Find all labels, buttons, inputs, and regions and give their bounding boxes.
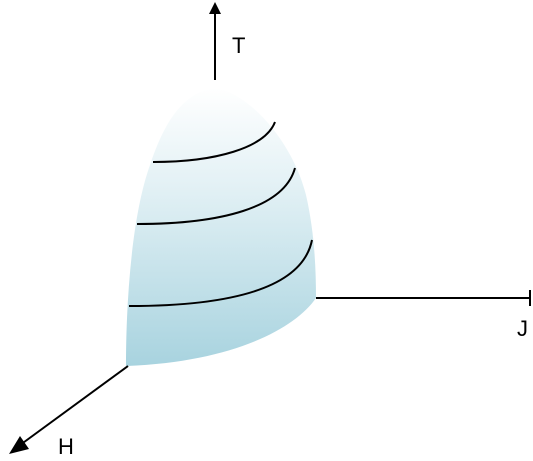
h-axis-label: H	[58, 434, 74, 459]
critical-surface	[126, 88, 316, 366]
contour-line-middle	[136, 167, 296, 225]
contour-line-bottom	[128, 239, 313, 307]
h-axis-arrowhead	[9, 436, 29, 454]
t-axis-arrowhead	[209, 2, 221, 14]
contour-line-top	[152, 121, 276, 163]
j-axis-label: J	[517, 316, 528, 341]
t-axis-label: T	[232, 33, 246, 58]
h-axis-line	[15, 365, 129, 449]
